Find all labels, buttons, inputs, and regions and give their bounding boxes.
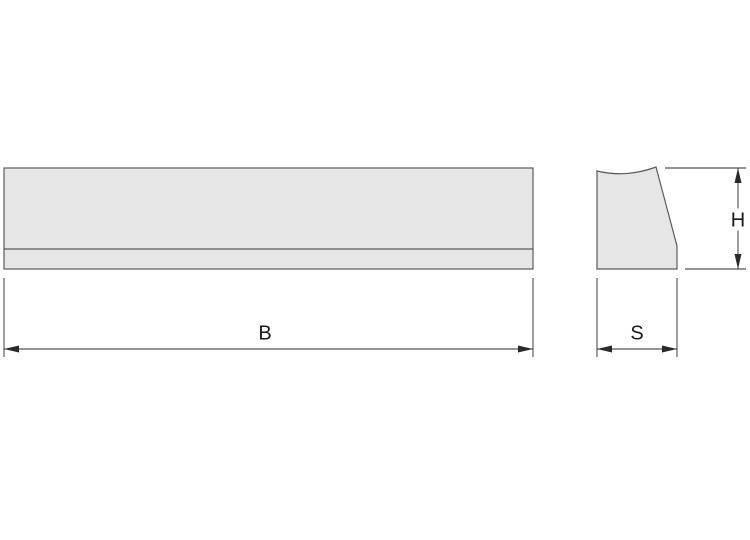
dimension-b: B (3, 278, 534, 357)
side-view-profile (596, 166, 678, 270)
dimension-h-arrow-bottom (734, 254, 742, 269)
dimension-h-arrow-top (734, 168, 742, 183)
front-view (3, 167, 534, 270)
front-view-body (3, 167, 534, 270)
dimension-h-label: H (731, 209, 745, 231)
dimension-b-arrow-right (518, 345, 533, 353)
dimension-b-label: B (258, 322, 271, 344)
dimension-h: H (665, 167, 749, 270)
dimension-s-arrow-right (662, 345, 677, 353)
dimension-b-arrow-left (4, 345, 19, 353)
dimension-s-label: S (630, 322, 643, 344)
side-view (596, 166, 678, 270)
dimension-s: S (596, 278, 678, 357)
dimension-s-arrow-left (597, 345, 612, 353)
